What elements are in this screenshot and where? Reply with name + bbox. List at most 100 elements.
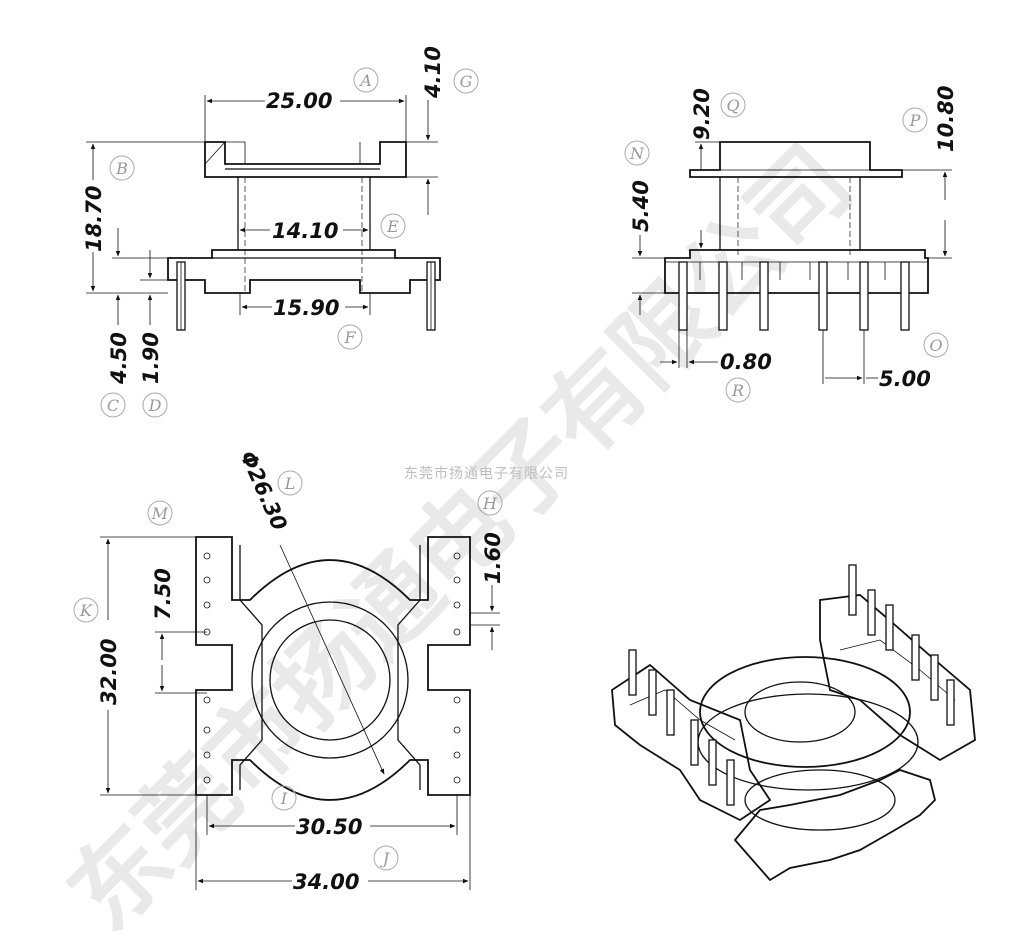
- tag-G: G: [460, 72, 473, 91]
- iso-left-comb-detail: [629, 689, 736, 741]
- dim-F: 15.90: [273, 296, 339, 320]
- watermark-company: 东莞市扬通电子有限公司: [404, 465, 569, 482]
- pin-hole: [453, 576, 461, 584]
- iso-pin: [885, 604, 894, 651]
- tag-circle: [624, 140, 650, 166]
- tag-circle: [142, 392, 168, 418]
- iso-body-bottom: [744, 769, 896, 831]
- tag-circle: [271, 785, 297, 811]
- dim-C: 4.50: [107, 332, 131, 385]
- iso-pin: [708, 739, 717, 786]
- pin-hole: [203, 751, 211, 759]
- tag-H: H: [482, 494, 498, 513]
- dim-line-diameter: [279, 544, 385, 775]
- tag-circle: [73, 597, 99, 623]
- dim-J: 34.00: [293, 870, 359, 894]
- iso-pin: [930, 654, 939, 701]
- iso-pin: [867, 589, 876, 636]
- pin-hole: [453, 552, 461, 560]
- pin-hole: [453, 776, 461, 784]
- side-base-slots: [699, 262, 886, 280]
- dim-D: 1.90: [139, 332, 163, 384]
- iso-lower-flange: [733, 769, 936, 882]
- dim-A: 25.00: [266, 89, 332, 113]
- tag-circle: [353, 67, 379, 93]
- dim-H: 1.60: [481, 532, 505, 584]
- tag-E: E: [386, 217, 399, 236]
- dim-N: 5.40: [629, 180, 653, 232]
- tag-circle: [720, 92, 746, 118]
- pin-hole: [203, 576, 211, 584]
- tag-P: P: [909, 111, 921, 130]
- top-flange-outline: [204, 141, 407, 178]
- dim-E: 14.10: [272, 219, 338, 243]
- tag-circle: [373, 845, 399, 871]
- tag-circle: [453, 68, 479, 94]
- iso-top-disk: [699, 656, 911, 768]
- tag-I: I: [280, 789, 288, 808]
- watermark-diagonal: 东莞市扬通电子有限公司: [47, 125, 873, 939]
- tag-B: B: [115, 159, 128, 178]
- front-view: 25.00 A 4.10 G 18.70 B 14.10 E 15.90 F: [82, 46, 479, 418]
- iso-right-comb: [819, 594, 976, 762]
- top-flange-detail: [204, 141, 380, 165]
- dim-G: 4.10: [421, 46, 445, 99]
- pin: [718, 261, 728, 331]
- isometric-view: [611, 564, 976, 882]
- side-view: 9.20 Q 10.80 P 5.40 N 0.80 R 5.00 O: [624, 86, 958, 403]
- tag-K: K: [79, 601, 93, 620]
- tag-circle: [902, 107, 928, 133]
- pin: [859, 261, 869, 331]
- side-top-flange: [689, 141, 903, 178]
- pin: [678, 261, 688, 331]
- tag-circle: [147, 500, 173, 526]
- dim-K: 32.00: [97, 639, 121, 705]
- tag-Q: Q: [726, 96, 739, 115]
- dim-I: 30.50: [296, 815, 362, 839]
- base-outline: [167, 249, 441, 294]
- pin-hole: [453, 628, 461, 636]
- tag-circle: [109, 155, 135, 181]
- tag-F: F: [343, 328, 356, 347]
- pin-hole: [453, 601, 461, 609]
- iso-pin: [946, 679, 955, 726]
- pin-hole: [203, 776, 211, 784]
- tag-circle: [100, 392, 126, 418]
- pin-hole: [203, 601, 211, 609]
- tag-M: M: [151, 504, 169, 523]
- tag-O: O: [929, 336, 942, 355]
- dim-Q: 9.20: [690, 88, 714, 140]
- pin: [818, 261, 828, 331]
- dim-R: 0.80: [720, 350, 772, 374]
- iso-pin: [848, 564, 857, 616]
- tag-N: N: [629, 144, 645, 163]
- dim-L: Φ26.30: [235, 447, 291, 534]
- iso-left-comb: [611, 663, 772, 822]
- tag-C: C: [107, 396, 119, 415]
- iso-pin: [911, 634, 920, 681]
- tag-J: J: [380, 849, 391, 868]
- tag-circle: [477, 490, 503, 516]
- side-base-outline: [664, 249, 929, 294]
- iso-pin: [666, 689, 675, 736]
- iso-pin: [648, 669, 657, 716]
- dim-B: 18.70: [82, 186, 106, 252]
- tag-A: A: [358, 71, 372, 90]
- tag-circle: [923, 332, 949, 358]
- pin-hole: [453, 696, 461, 704]
- tag-circle: [725, 377, 751, 403]
- pin-hole: [453, 751, 461, 759]
- dim-M: 7.50: [151, 568, 175, 620]
- tag-circle: [337, 324, 363, 350]
- tag-circle: [277, 470, 303, 496]
- tag-D: D: [148, 396, 162, 415]
- pin-hole: [203, 726, 211, 734]
- iso-pin: [628, 649, 637, 696]
- pin-hole: [203, 696, 211, 704]
- tag-L: L: [284, 474, 296, 493]
- tag-R: R: [731, 381, 744, 400]
- pin-hole: [203, 552, 211, 560]
- core-hole: [269, 619, 391, 741]
- core-ring-outer: [251, 601, 409, 759]
